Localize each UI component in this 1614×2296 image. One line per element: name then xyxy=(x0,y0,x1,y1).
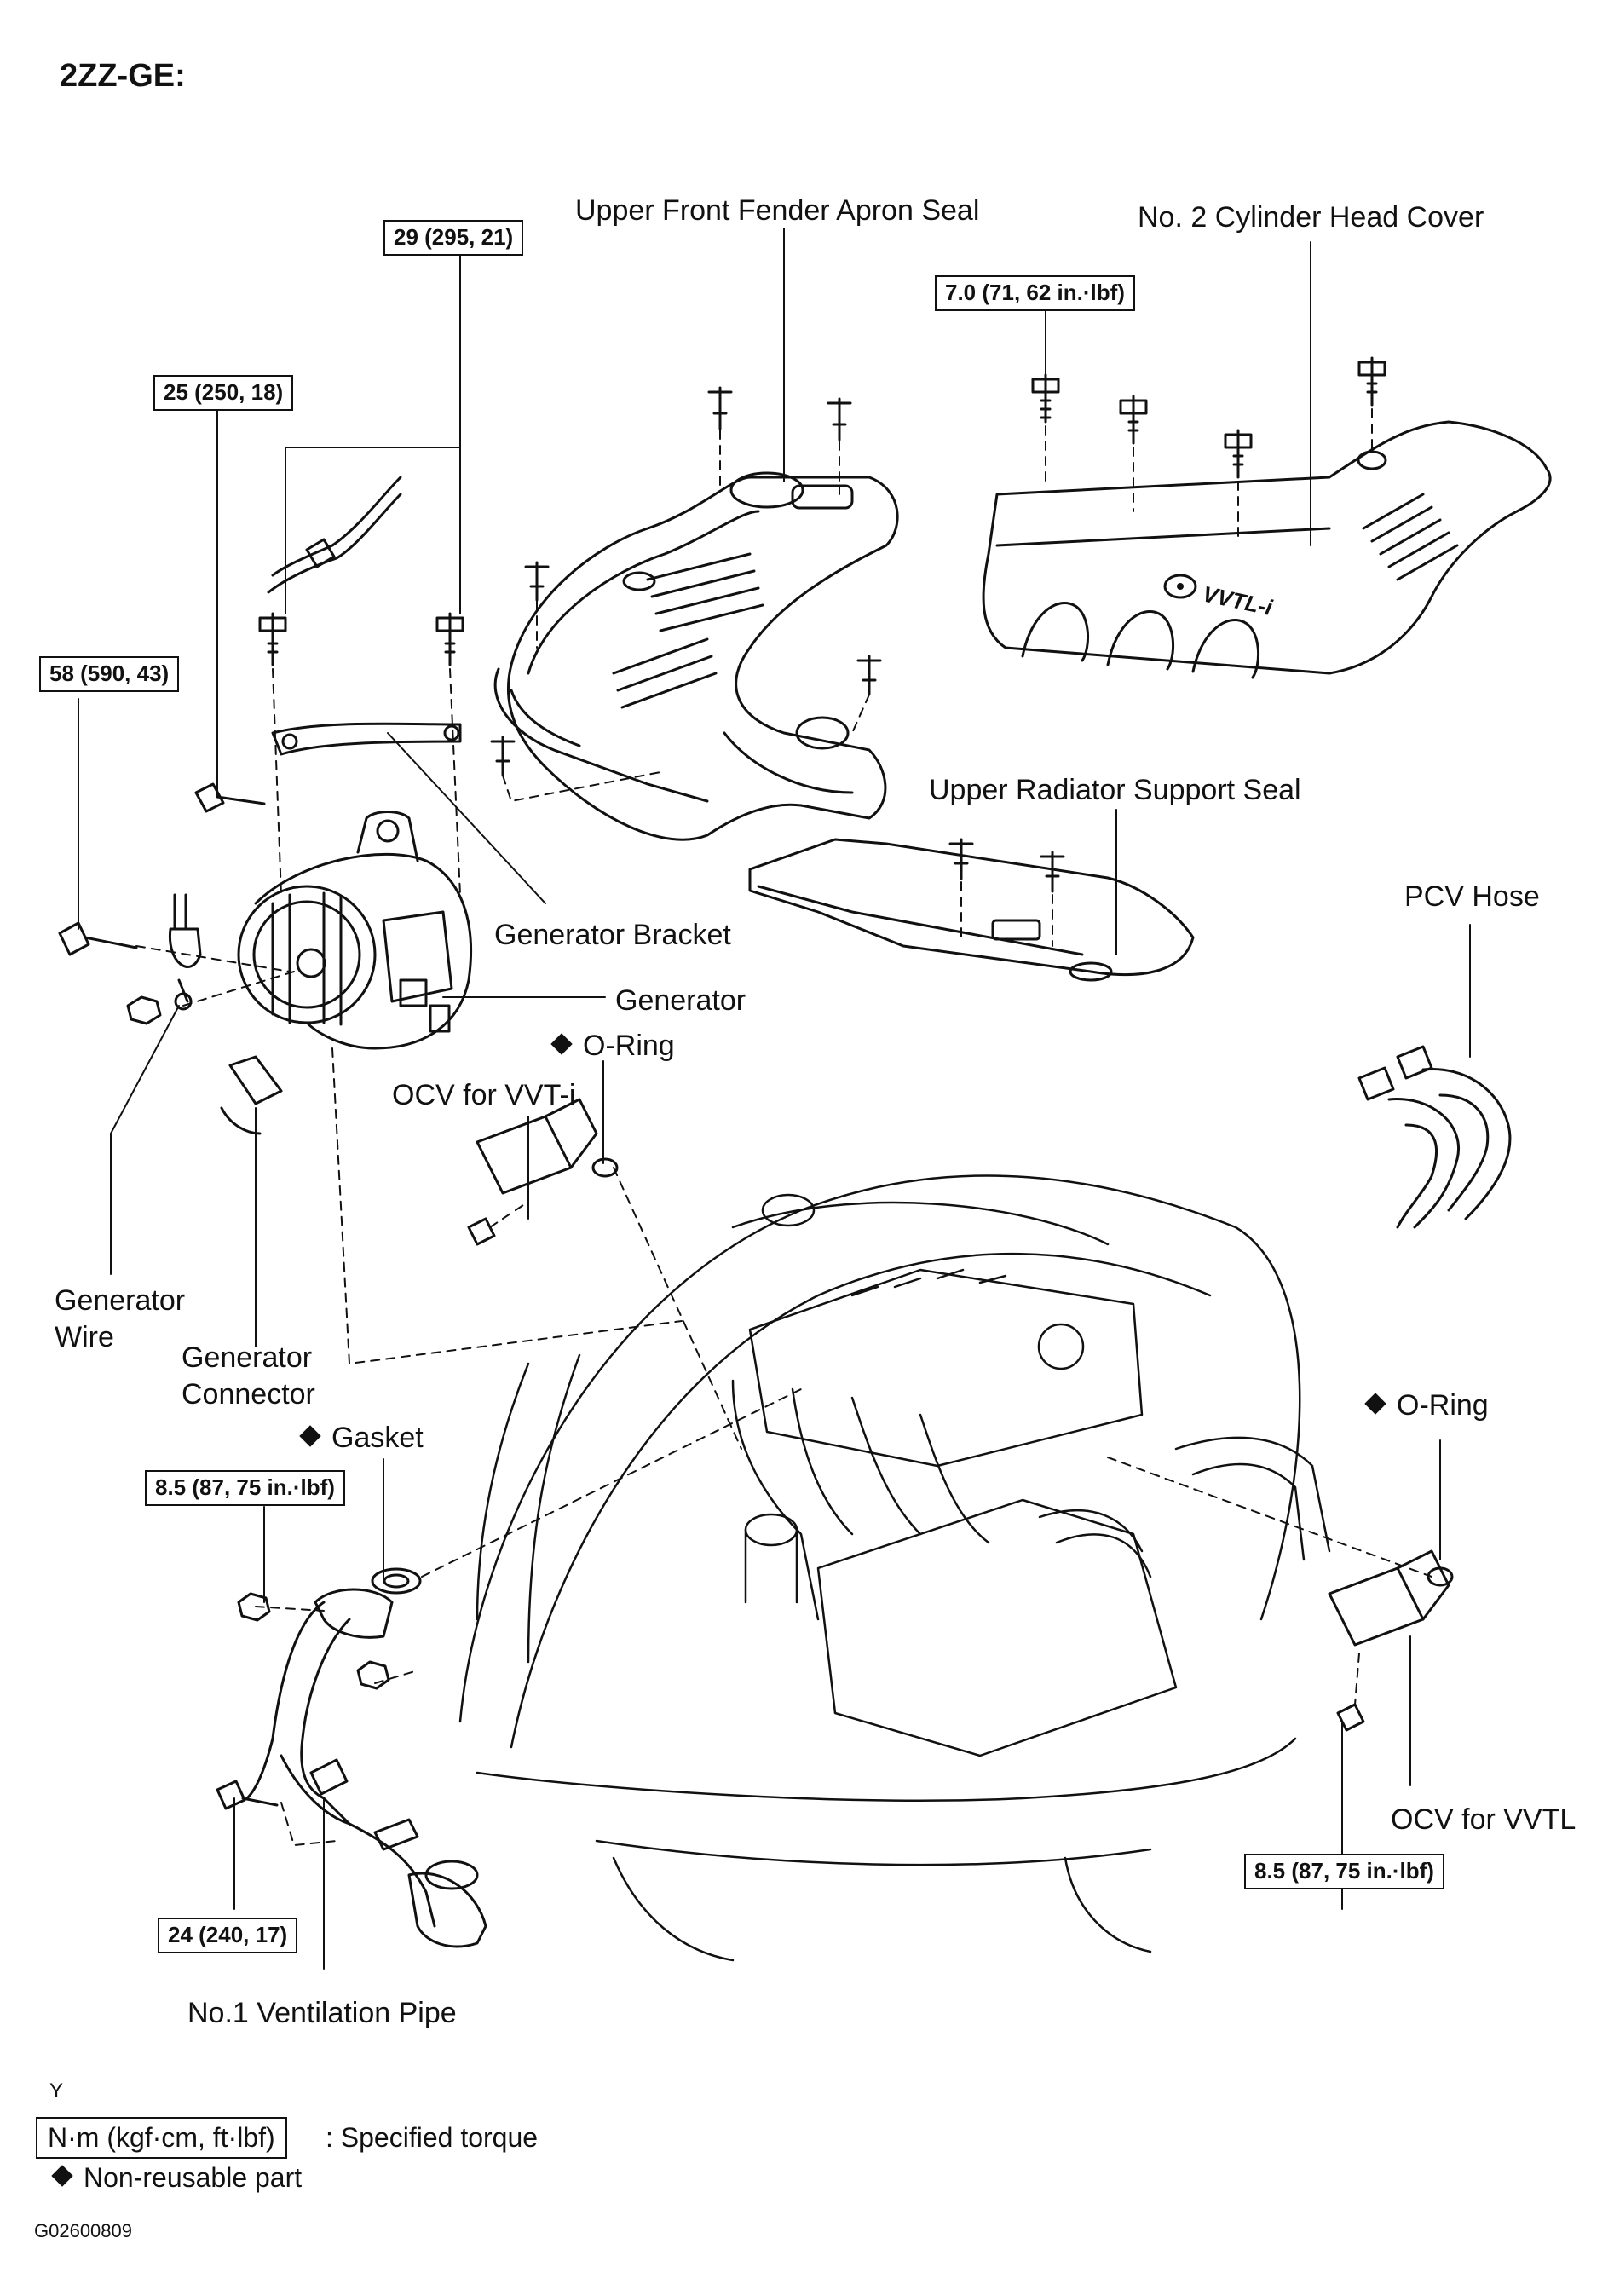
label-upper-radiator-support-seal: Upper Radiator Support Seal xyxy=(929,774,1301,806)
ventilation-pipe-part xyxy=(216,1388,802,1948)
non-reusable-diamond-icon xyxy=(51,2165,73,2187)
label-no1-ventilation-pipe: No.1 Ventilation Pipe xyxy=(187,1997,457,2029)
upper-radiator-support-seal-part xyxy=(748,838,1195,982)
figure-code: G02600809 xyxy=(34,2220,132,2241)
toyota-emblem xyxy=(1177,583,1184,590)
label-generator-bracket: Generator Bracket xyxy=(494,919,731,951)
ocv-vvtl-part xyxy=(1328,1549,1454,1732)
torque-spec-24: 24 (240, 17) xyxy=(158,1918,298,1953)
torque-spec-58: 58 (590, 43) xyxy=(39,656,180,692)
cover-logo-text: VVTL-i xyxy=(1201,581,1276,621)
legend-nonreusable: Non-reusable part xyxy=(51,2162,302,2194)
label-o-ring-top: O-Ring xyxy=(550,1031,675,1060)
legend-torque-unit: N·m (kgf·cm, ft·lbf) xyxy=(36,2117,287,2159)
clip-fasteners xyxy=(490,386,882,776)
label-o-ring-right: O-Ring xyxy=(1364,1391,1489,1420)
torque-spec-7: 7.0 (71, 62 in.·lbf) xyxy=(935,275,1135,311)
label-gasket: Gasket xyxy=(299,1423,424,1452)
torque-spec-8-5-left: 8.5 (87, 75 in.·lbf) xyxy=(145,1470,345,1506)
generator-part xyxy=(58,476,683,1364)
torque-spec-29: 29 (295, 21) xyxy=(383,220,524,256)
label-upper-front-fender-apron-seal: Upper Front Fender Apron Seal xyxy=(575,194,980,227)
torque-spec-8-5-right: 8.5 (87, 75 in.·lbf) xyxy=(1244,1854,1444,1889)
label-pcv-hose: PCV Hose xyxy=(1404,880,1540,913)
ocv-vvti-part xyxy=(467,1098,742,1450)
non-reusable-diamond-icon xyxy=(299,1425,321,1447)
upper-front-fender-apron-seal-part xyxy=(490,386,899,841)
non-reusable-diamond-icon xyxy=(1364,1393,1386,1415)
torque-spec-25: 25 (250, 18) xyxy=(153,375,294,411)
cover-bolts xyxy=(1031,356,1386,479)
leader-lines xyxy=(78,228,1471,1970)
label-no2-cylinder-head-cover: No. 2 Cylinder Head Cover xyxy=(1138,201,1484,234)
label-generator: Generator xyxy=(615,984,746,1017)
no2-cylinder-head-cover-part xyxy=(982,356,1552,679)
legend-torque-desc: : Specified torque xyxy=(326,2122,539,2153)
non-reusable-diamond-icon xyxy=(550,1033,573,1055)
engine-bay-drawing xyxy=(458,1174,1432,1962)
label-ocv-vvtl: OCV for VVTL xyxy=(1391,1803,1577,1836)
page-title: 2ZZ-GE: xyxy=(60,58,186,94)
pcv-hose-part xyxy=(1357,1045,1512,1229)
legend-marker: Y xyxy=(49,2080,64,2103)
label-ocv-vvti: OCV for VVT-i xyxy=(392,1079,576,1111)
